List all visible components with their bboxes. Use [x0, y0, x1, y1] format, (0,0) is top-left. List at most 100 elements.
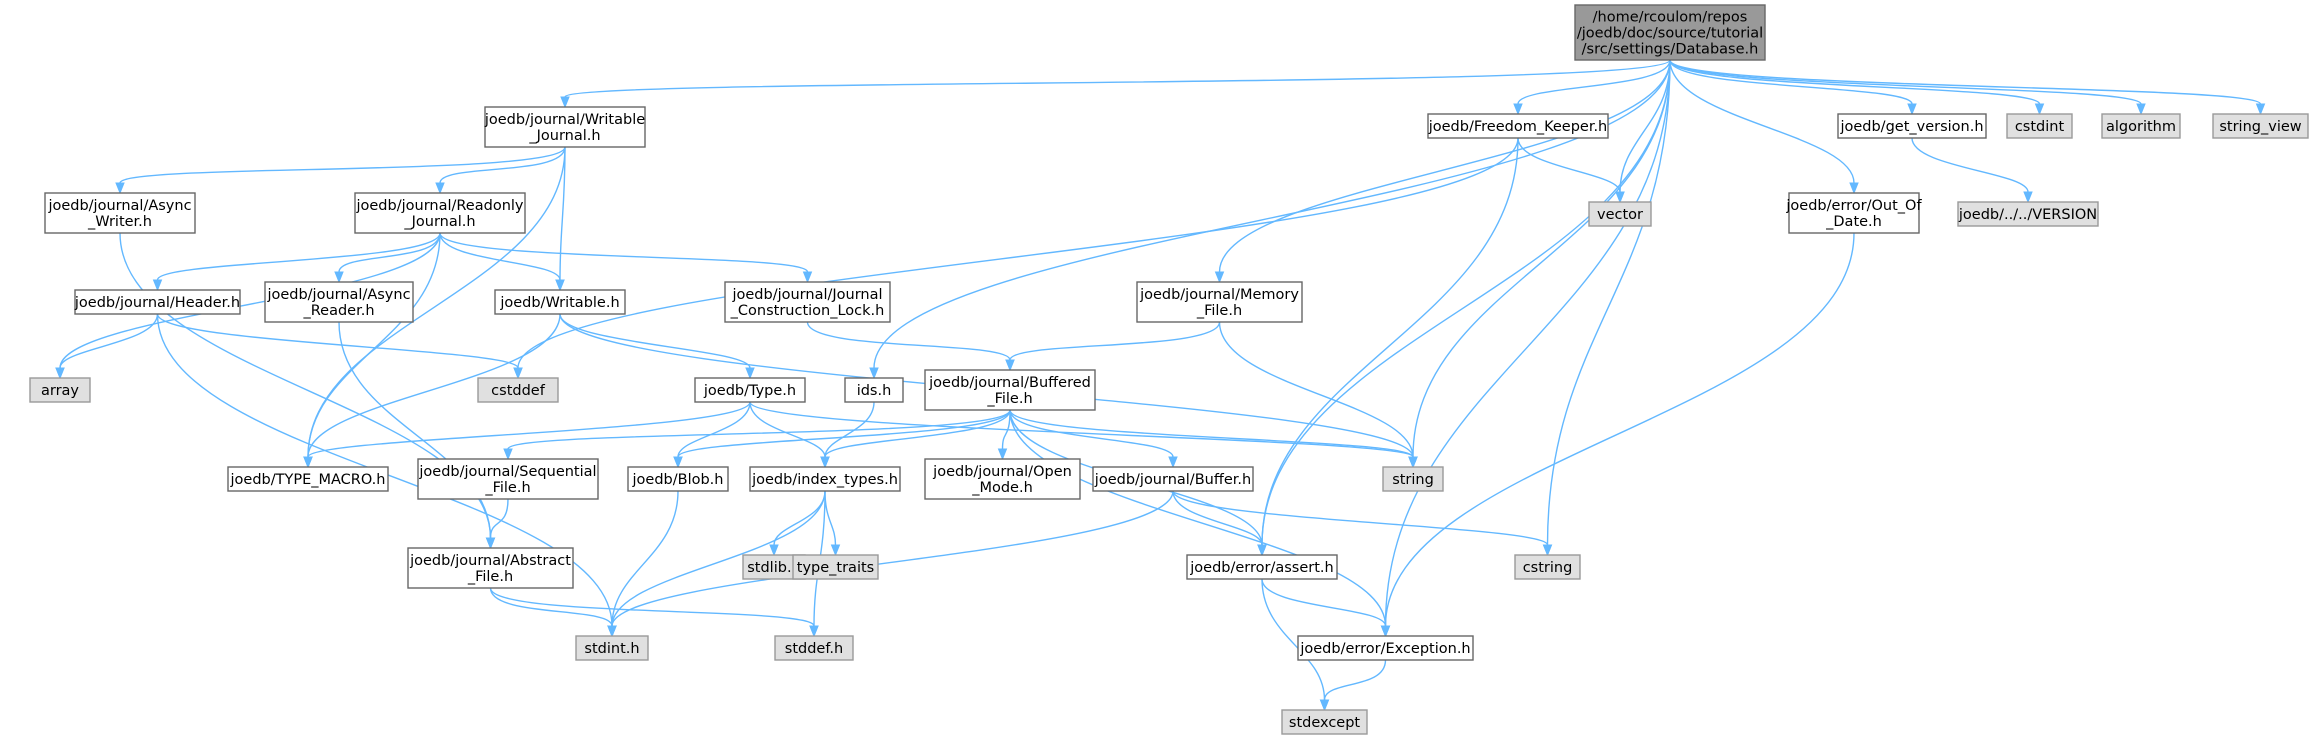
node-box — [844, 377, 904, 403]
node-box — [44, 192, 196, 234]
node-ids[interactable]: ids.h — [844, 377, 904, 403]
edge-writable-journal-to-readonly-journal — [435, 146, 566, 195]
node-freedom-keeper[interactable]: joedb/Freedom_Keeper.h — [1427, 113, 1609, 139]
edge-root-to-ids — [869, 59, 1671, 380]
edge-get-version-to-version — [1911, 137, 2033, 204]
edge-sequential-file-to-abstract-file — [485, 498, 509, 550]
node-memory-file[interactable]: joedb/journal/Memory_File.h — [1136, 281, 1303, 323]
node-index-types[interactable]: joedb/index_types.h — [749, 466, 901, 492]
node-box — [774, 635, 854, 661]
node-buffer[interactable]: joedb/journal/Buffer.h — [1092, 466, 1254, 492]
node-cstddef[interactable]: cstddef — [477, 377, 559, 403]
edge-buffer-to-cstring — [1172, 490, 1553, 557]
node-abstract-file[interactable]: joedb/journal/Abstract_File.h — [407, 547, 574, 589]
node-box — [494, 289, 626, 315]
node-exception[interactable]: joedb/error/Exception.h — [1297, 635, 1474, 661]
node-box — [1297, 635, 1474, 661]
node-box — [575, 635, 649, 661]
node-stdexcept[interactable]: stdexcept — [1281, 709, 1368, 735]
edge-buffer-to-stdint — [607, 490, 1174, 638]
edge-root-to-out-of-date — [1669, 59, 1859, 195]
edge-out-of-date-to-exception — [1380, 232, 1855, 638]
node-box — [264, 281, 414, 323]
node-label-line: joedb/journal/Memory — [1139, 287, 1299, 303]
node-label-line: stdint.h — [584, 641, 639, 657]
edge-root-to-exception — [1380, 59, 1671, 638]
node-writable[interactable]: joedb/Writable.h — [494, 289, 626, 315]
edge-memory-file-to-string — [1218, 321, 1418, 469]
node-construction-lock[interactable]: joedb/journal/Journal_Construction_Lock.… — [724, 281, 891, 323]
edge-root-to-cstdint — [1669, 59, 2045, 116]
node-label-line: joedb/journal/Open — [932, 464, 1072, 480]
node-box — [29, 377, 91, 403]
edge-root-to-get-version — [1669, 59, 1917, 116]
node-writable-journal[interactable]: joedb/journal/Writable_Journal.h — [484, 106, 646, 148]
node-label-line: joedb/journal/Header.h — [74, 295, 240, 311]
node-label-line: array — [41, 383, 79, 399]
node-sequential-file[interactable]: joedb/journal/Sequential_File.h — [417, 458, 599, 500]
node-open-mode[interactable]: joedb/journal/Open_Mode.h — [924, 458, 1081, 500]
node-type-traits[interactable]: type_traits — [792, 554, 879, 580]
node-cstdint[interactable]: cstdint — [2006, 113, 2073, 139]
node-label-line: joedb/journal/Async — [266, 287, 410, 303]
edge-root-to-freedom-keeper — [1513, 59, 1671, 116]
node-label-line: /home/rcoulom/repos — [1593, 10, 1748, 26]
node-box — [2101, 113, 2181, 139]
node-buffered-file[interactable]: joedb/journal/Buffered_File.h — [924, 369, 1096, 411]
node-label-line: /src/settings/Database.h — [1582, 42, 1759, 58]
node-box — [227, 466, 389, 492]
node-box — [2212, 113, 2309, 139]
node-label-line: _Construction_Lock.h — [730, 303, 885, 319]
node-label-line: joedb/error/Out_Of — [1785, 198, 1922, 214]
edge-index-types-to-stdlib — [769, 490, 826, 557]
edge-buffered-file-to-blob — [673, 409, 1011, 469]
node-algorithm[interactable]: algorithm — [2101, 113, 2181, 139]
node-assert[interactable]: joedb/error/assert.h — [1186, 554, 1338, 580]
node-box — [627, 466, 729, 492]
nodes-layer: /home/rcoulom/repos/joedb/doc/source/tut… — [29, 4, 2309, 735]
node-vector[interactable]: vector — [1588, 201, 1652, 227]
node-label-line: _Reader.h — [302, 303, 374, 319]
node-cstring[interactable]: cstring — [1514, 554, 1581, 580]
node-root[interactable]: /home/rcoulom/repos/joedb/doc/source/tut… — [1574, 4, 1766, 61]
edge-type-to-type-macro — [303, 401, 751, 469]
node-out-of-date[interactable]: joedb/error/Out_Of_Date.h — [1785, 192, 1922, 234]
edge-readonly-journal-to-construction-lock — [439, 232, 813, 284]
node-header[interactable]: joedb/journal/Header.h — [74, 289, 241, 315]
node-label-line: joedb/journal/Journal — [731, 287, 882, 303]
node-array[interactable]: array — [29, 377, 91, 403]
node-stddef[interactable]: stddef.h — [774, 635, 854, 661]
node-box — [1957, 201, 2099, 227]
edges-layer — [55, 59, 2266, 712]
node-label-line: joedb/journal/Writable — [484, 112, 645, 128]
node-type[interactable]: joedb/Type.h — [694, 377, 806, 403]
node-label-line: joedb/Writable.h — [499, 295, 619, 311]
node-box — [2006, 113, 2073, 139]
node-box — [924, 458, 1081, 500]
node-label-line: _Writer.h — [87, 214, 152, 230]
edge-buffered-file-to-sequential-file — [503, 409, 1011, 461]
node-label-line: joedb/Type.h — [703, 383, 796, 399]
edge-abstract-file-to-stddef — [489, 587, 819, 638]
edge-root-to-memory-file — [1214, 59, 1671, 284]
node-async-writer[interactable]: joedb/journal/Async_Writer.h — [44, 192, 196, 234]
node-box — [1514, 554, 1581, 580]
edge-root-to-algorithm — [1669, 59, 2146, 116]
edge-writable-to-type — [559, 313, 755, 380]
node-get-version[interactable]: joedb/get_version.h — [1837, 113, 1987, 139]
node-type-macro[interactable]: joedb/TYPE_MACRO.h — [227, 466, 389, 492]
node-readonly-journal[interactable]: joedb/journal/Readonly_Journal.h — [354, 192, 526, 234]
edge-header-to-cstddef — [156, 313, 523, 380]
node-async-reader[interactable]: joedb/journal/Async_Reader.h — [264, 281, 414, 323]
node-label-line: cstdint — [2015, 119, 2065, 135]
node-box — [1588, 201, 1652, 227]
node-string-view[interactable]: string_view — [2212, 113, 2309, 139]
edge-freedom-keeper-to-vector — [1517, 137, 1625, 204]
node-label-line: joedb/get_version.h — [1839, 119, 1983, 135]
node-string[interactable]: string — [1382, 466, 1444, 492]
node-blob[interactable]: joedb/Blob.h — [627, 466, 729, 492]
node-label-line: /joedb/doc/source/tutorial — [1577, 26, 1763, 42]
node-version[interactable]: joedb/../../VERSION — [1957, 201, 2099, 227]
node-stdint[interactable]: stdint.h — [575, 635, 649, 661]
